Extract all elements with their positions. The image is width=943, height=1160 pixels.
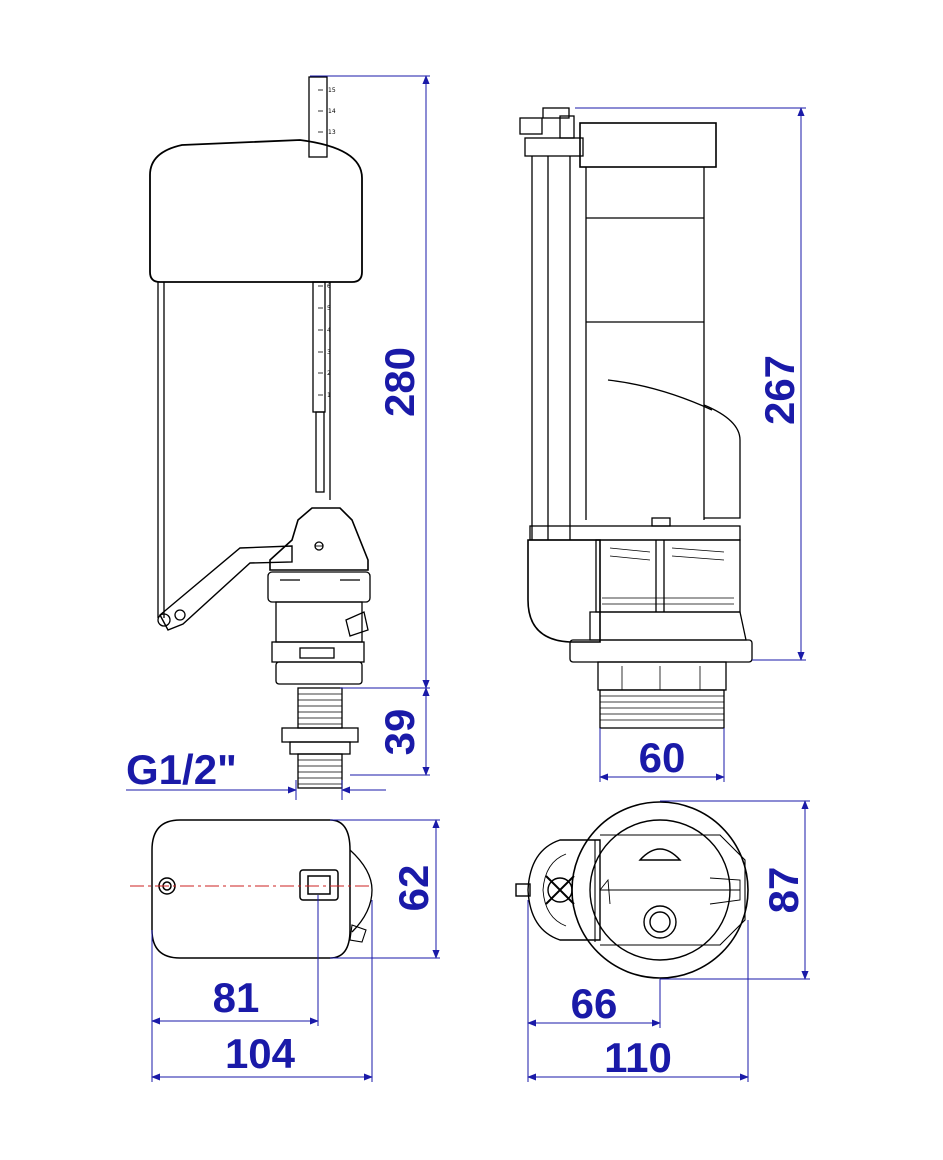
dim-flush-valve-height: 267 xyxy=(756,355,803,425)
fill-valve-top-view xyxy=(130,819,373,959)
float-rods xyxy=(157,282,331,618)
threaded-shank xyxy=(281,687,359,789)
scale-mark: 13 xyxy=(328,129,336,136)
scale-mark: 5 xyxy=(327,305,331,312)
float-arm-top xyxy=(515,839,601,941)
float-cup-top xyxy=(151,819,351,959)
overflow-tube xyxy=(524,137,584,540)
scale-mark: 2 xyxy=(327,370,331,377)
scale-mark: 6 xyxy=(327,283,331,290)
dim-flush-valve-thread: 60 xyxy=(639,734,686,781)
flush-valve-base xyxy=(527,525,753,691)
dim-flush-valve-top-depth: 87 xyxy=(760,867,807,914)
flush-valve-front-view xyxy=(519,107,753,729)
dim-fill-valve-top-depth: 62 xyxy=(390,865,437,912)
lever-arm xyxy=(159,545,293,631)
float-cylinder xyxy=(579,122,741,527)
scale-mark: 1 xyxy=(327,392,331,399)
dim-fill-valve-top-width: 104 xyxy=(225,1030,296,1077)
dim-flush-valve-top-width: 110 xyxy=(604,1034,672,1081)
scale-rod xyxy=(308,76,328,493)
top-button xyxy=(519,107,575,139)
dimension-lines xyxy=(126,75,810,1082)
valve-body xyxy=(267,571,371,685)
dimension-labels: 280 39 G1/2" 267 60 62 81 104 87 66 110 xyxy=(126,347,807,1081)
scale-slot xyxy=(299,869,339,901)
scale-mark: 14 xyxy=(328,108,336,115)
scale-labels: 15 14 13 6 5 4 3 2 1 xyxy=(327,87,336,399)
dim-fill-valve-top-axis: 81 xyxy=(213,974,260,1021)
scale-mark: 3 xyxy=(327,349,331,356)
float-cup xyxy=(149,139,363,283)
flush-valve-top-view xyxy=(515,801,749,979)
flush-valve-thread xyxy=(599,689,725,729)
dim-fill-valve-shank: 39 xyxy=(376,709,423,756)
dim-flush-valve-top-axis: 66 xyxy=(571,980,618,1027)
dim-fill-valve-height: 280 xyxy=(376,347,423,417)
valve-head xyxy=(269,507,369,571)
dim-fill-valve-thread: G1/2" xyxy=(126,746,237,793)
scale-mark: 15 xyxy=(328,87,336,94)
scale-mark: 4 xyxy=(327,327,331,334)
fill-valve-front-view xyxy=(149,76,371,789)
